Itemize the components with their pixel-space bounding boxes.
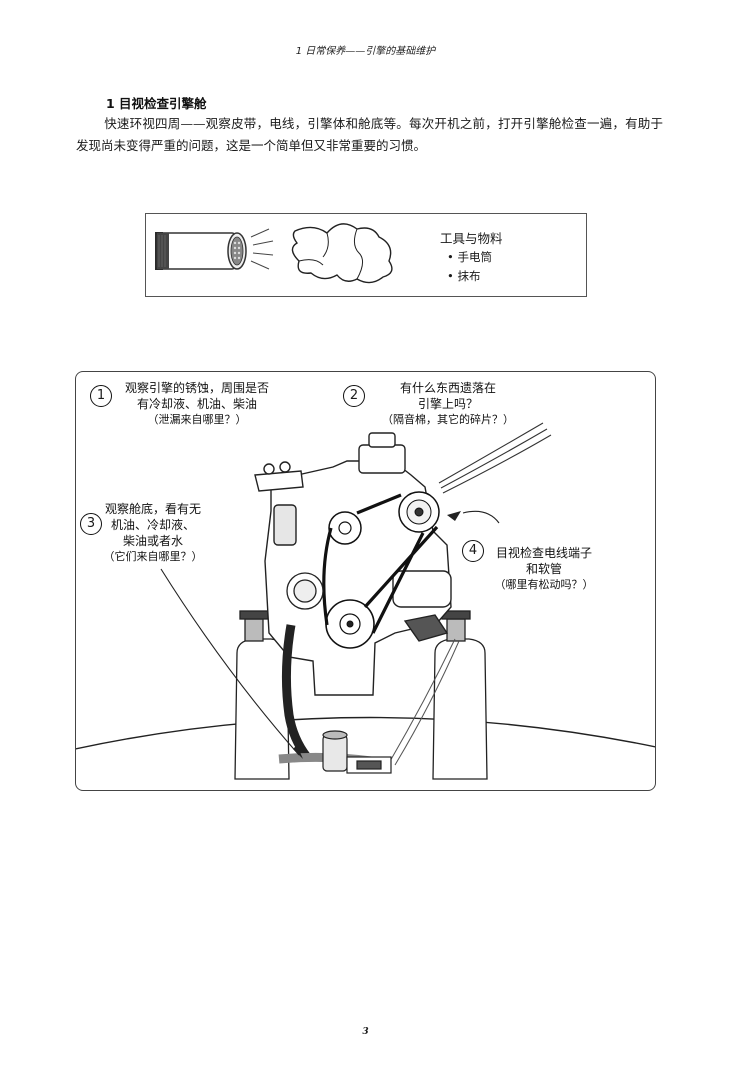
callout-2-line-2: 引擎上吗？ [417, 397, 478, 411]
tools-item-rag: • 抹布 [447, 269, 481, 283]
water-pump [286, 572, 324, 610]
arrow-head-3 [293, 745, 303, 759]
callout-2: 有什么东西遗落在 引擎上吗？ （隔音棉，其它的碎片？） [358, 380, 538, 428]
callout-3-line-2: 机油、冷却液、 [110, 518, 195, 532]
callout-1-line-1: 观察引擎的锈蚀，周围是否 [124, 381, 269, 395]
wire-harness [438, 422, 552, 494]
callout-number-4: 4 [462, 540, 484, 562]
callout-1-note: （泄漏来自哪里？） [147, 413, 247, 426]
callout-number-3: 3 [80, 513, 102, 535]
callout-3: 观察舱底，看有无 机油、冷却液、 柴油或者水 （它们来自哪里？） [98, 501, 208, 565]
running-header: 1 日常保养——引擎的基础维护 [295, 46, 436, 57]
arrow-head-4 [447, 511, 461, 521]
rag-icon [291, 223, 393, 284]
callout-2-note: （隔音棉，其它的碎片？） [382, 413, 514, 426]
tools-item-flashlight: • 手电筒 [447, 250, 492, 264]
callout-4-line-2: 和软管 [525, 562, 562, 576]
page-number: 3 [362, 1027, 369, 1037]
callout-number-2: 2 [343, 385, 365, 407]
body-paragraph: 快速环视四周——观察皮带，电线，引擎体和舱底等。每次开机之前，打开引擎舱检查一遍… [76, 113, 663, 157]
engine-bearer-right [432, 610, 488, 780]
bilge-pump-icon [322, 730, 392, 774]
hull-curve [76, 716, 655, 750]
tools-illustration [155, 223, 393, 284]
engine-illustration [76, 422, 655, 780]
tools-box [145, 213, 587, 297]
callout-4-line-1: 目视检查电线端子 [495, 546, 592, 560]
flashlight-icon [155, 228, 274, 270]
belt-drive [322, 491, 440, 649]
callout-2-line-1: 有什么东西遗落在 [399, 381, 496, 395]
callout-4-note: （哪里有松动吗？） [494, 578, 594, 591]
bilge-pump-wires [388, 638, 460, 766]
body-paragraph-text: 快速环视四周——观察皮带，电线，引擎体和舱底等。每次开机之前，打开引擎舱检查一遍… [76, 116, 663, 153]
callout-4: 目视检查电线端子 和软管 （哪里有松动吗？） [484, 545, 604, 593]
callout-1-line-2: 有冷却液、机油、柴油 [136, 397, 257, 411]
engine-bearer-left [234, 610, 290, 780]
callout-1: 观察引擎的锈蚀，周围是否 有冷却液、机油、柴油 （泄漏来自哪里？） [117, 380, 277, 428]
hose [281, 624, 311, 760]
callout-3-line-1: 观察舱底，看有无 [104, 502, 201, 516]
tools-title: 工具与物料 [440, 231, 503, 246]
callout-3-line-3: 柴油或者水 [122, 534, 183, 548]
light-rays [250, 228, 274, 270]
callout-number-1: 1 [90, 385, 112, 407]
callout-3-note: （它们来自哪里？） [103, 550, 203, 563]
callout-arrows [160, 510, 500, 756]
engine-diagram-frame [75, 371, 656, 791]
section-title: 1 目视检查引擎舱 [106, 96, 207, 111]
